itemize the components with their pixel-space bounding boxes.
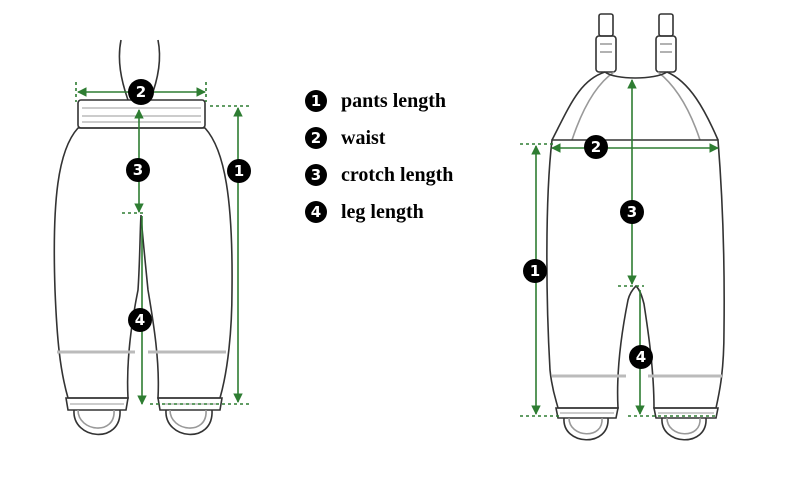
right-badge-crotch: 3 bbox=[620, 200, 644, 224]
svg-text:4: 4 bbox=[636, 348, 646, 366]
svg-text:4: 4 bbox=[135, 311, 145, 329]
legend-number-badge: 3 bbox=[305, 164, 327, 186]
left-measure-lines bbox=[75, 82, 252, 405]
right-badge-waist: 2 bbox=[584, 135, 608, 159]
legend-number-badge: 2 bbox=[305, 127, 327, 149]
left-badge-leg: 4 bbox=[128, 308, 152, 332]
legend-number-badge: 1 bbox=[305, 90, 327, 112]
left-badge-waist: 2 bbox=[128, 79, 154, 105]
right-badge-length: 1 bbox=[523, 259, 547, 283]
left-pants-illustration bbox=[53, 39, 233, 436]
legend-label: crotch length bbox=[341, 163, 454, 186]
svg-text:2: 2 bbox=[136, 83, 146, 101]
right-overalls-illustration bbox=[546, 13, 725, 441]
legend-item-crotch-length: 3 crotch length bbox=[305, 162, 525, 188]
legend-label: waist bbox=[341, 126, 386, 149]
svg-text:3: 3 bbox=[627, 203, 637, 221]
right-badge-leg: 4 bbox=[629, 345, 653, 369]
svg-text:1: 1 bbox=[530, 262, 540, 280]
legend-item-waist: 2 waist bbox=[305, 125, 525, 151]
svg-text:1: 1 bbox=[234, 162, 244, 180]
left-badge-length: 1 bbox=[227, 159, 251, 183]
left-badge-crotch: 3 bbox=[126, 158, 150, 182]
svg-text:2: 2 bbox=[591, 138, 601, 156]
legend-label: pants length bbox=[341, 89, 447, 112]
svg-text:3: 3 bbox=[133, 161, 143, 179]
legend-number-badge: 4 bbox=[305, 201, 327, 223]
legend-item-pants-length: 1 pants length bbox=[305, 88, 525, 114]
legend-item-leg-length: 4 leg length bbox=[305, 199, 525, 225]
legend-label: leg length bbox=[341, 200, 424, 223]
measurement-legend: 1 pants length 2 waist 3 crotch length 4… bbox=[305, 88, 525, 236]
